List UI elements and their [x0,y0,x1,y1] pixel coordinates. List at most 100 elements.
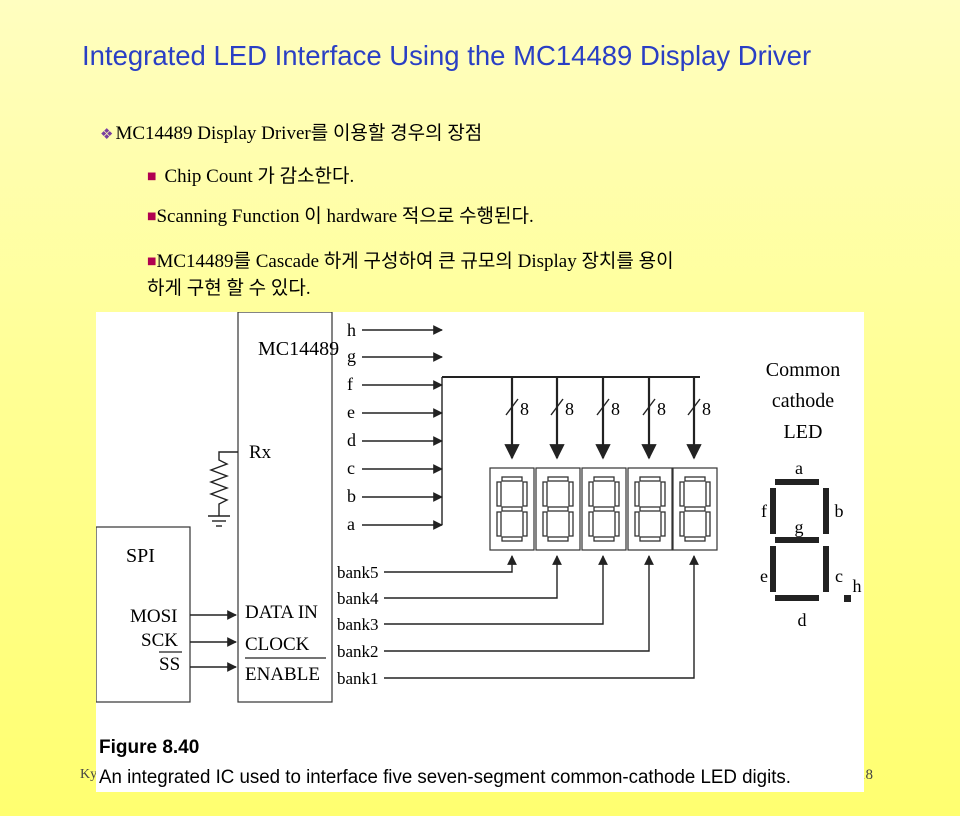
sub-bullet: ■MC14489를 Cascade 하게 구성하여 큰 규모의 Display … [147,248,674,275]
spi-label: SPI [126,545,155,567]
spi-signal: SCK [141,630,178,651]
led-segment [522,511,528,537]
spi-signal: MOSI [130,606,178,627]
figure-caption-title: Figure 8.40 [99,737,199,758]
bus-width-label: 8 [702,399,711,419]
segment-pin-label: a [347,514,355,534]
legend-title: LED [784,421,823,443]
led-segment [679,481,685,507]
bus-width-label: 8 [611,399,620,419]
main-bullet: ❖MC14489 Display Driver를 이용할 경우의 장점 [100,118,482,145]
bank-pin-label: bank1 [337,669,379,688]
rx-label: Rx [249,442,272,463]
legend-segment-label: d [798,610,807,630]
seven-segment-legend-icon [770,479,851,602]
led-digit [489,467,535,551]
legend-segment-label: a [795,458,803,478]
led-segment [684,536,706,542]
led-segment [568,481,574,507]
square-bullet-icon: ■ [147,256,157,267]
legend-title: Common [766,359,840,381]
sub-bullet-text: Scanning Function 이 hardware 적으로 수행된다. [156,206,534,227]
led-segment [634,481,640,507]
led-segment [542,511,548,537]
resistor-icon [209,451,238,516]
led-digit-array [489,467,718,551]
led-segment [684,476,706,482]
led-segment [614,481,620,507]
bank-pin-label: bank5 [337,563,379,582]
legend-segment-label: c [835,566,843,586]
led-segment [496,511,502,537]
led-segment [593,506,615,512]
sub-bullet: ■ Chip Count 가 감소한다. [147,163,354,190]
led-segment [705,481,711,507]
led-segment [547,506,569,512]
segment-pin-label: f [347,374,353,394]
sub-bullet-continuation: 하게 구현 할 수 있다. [147,275,311,302]
segment-pin-label: e [347,402,355,422]
led-segment [522,481,528,507]
led-digit [627,467,673,551]
led-segment [588,481,594,507]
led-segment [634,511,640,537]
led-segment [660,511,666,537]
led-segment [501,536,523,542]
led-digit [535,467,581,551]
bank-pin-label: bank2 [337,642,379,661]
bus-width-label: 8 [520,399,529,419]
bank-pin-label: bank3 [337,615,379,634]
led-digit [672,467,718,551]
sub-bullet: ■Scanning Function 이 hardware 적으로 수행된다. [147,203,534,230]
led-segment [547,476,569,482]
led-segment [501,506,523,512]
legend-segment-label: e [760,566,768,586]
legend-segment-label: h [853,576,862,596]
led-segment [588,511,594,537]
spi-signal: SS [159,654,180,675]
sub-bullet-text: MC14489를 Cascade 하게 구성하여 큰 규모의 Display 장… [156,251,674,272]
figure-caption-text: An integrated IC used to interface five … [99,767,791,788]
led-segment [542,481,548,507]
chip-name: MC14489 [258,338,339,360]
legend-title: cathode [772,390,834,412]
led-segment [705,511,711,537]
sub-bullet-text: Chip Count 가 감소한다. [164,166,355,187]
square-bullet-icon: ■ [147,211,157,222]
mc14489-chip [237,312,333,703]
legend-segment-label: f [761,501,767,521]
segment-pin-label: b [347,486,356,506]
bus-width-label: 8 [657,399,666,419]
legend-segment-label: g [795,517,804,537]
led-segment [639,536,661,542]
legend-segment-label: b [835,501,844,521]
led-segment [547,536,569,542]
led-segment [593,536,615,542]
led-segment [496,481,502,507]
chip-input-label: DATA IN [245,602,318,623]
chip-input-label: CLOCK [245,634,310,655]
diamond-bullet-icon: ❖ [100,125,114,143]
led-segment [568,511,574,537]
led-segment [660,481,666,507]
segment-pin-label: g [347,346,356,366]
segment-pin-label: h [347,320,356,340]
led-segment [593,476,615,482]
main-bullet-text: MC14489 Display Driver를 이용할 경우의 장점 [115,123,483,144]
led-segment [639,506,661,512]
square-bullet-icon: ■ [147,171,157,182]
sub-bullet-text: 하게 구현 할 수 있다. [147,278,311,299]
footer-text: Ky [80,767,98,782]
chip-input-label: ENABLE [245,664,320,685]
segment-pin-label: d [347,430,356,450]
led-segment [614,511,620,537]
bus-width-label: 8 [565,399,574,419]
figure-image: SPI MOSI SCK SS MC14489 Rx DATA IN CLOCK… [96,312,864,792]
led-segment [684,506,706,512]
segment-pin-label: c [347,458,355,478]
led-digit [581,467,627,551]
led-segment [679,511,685,537]
slide-title: Integrated LED Interface Using the MC144… [82,40,812,71]
circuit-diagram: SPI MOSI SCK SS MC14489 Rx DATA IN CLOCK… [96,312,862,788]
bank-pin-label: bank4 [337,589,379,608]
